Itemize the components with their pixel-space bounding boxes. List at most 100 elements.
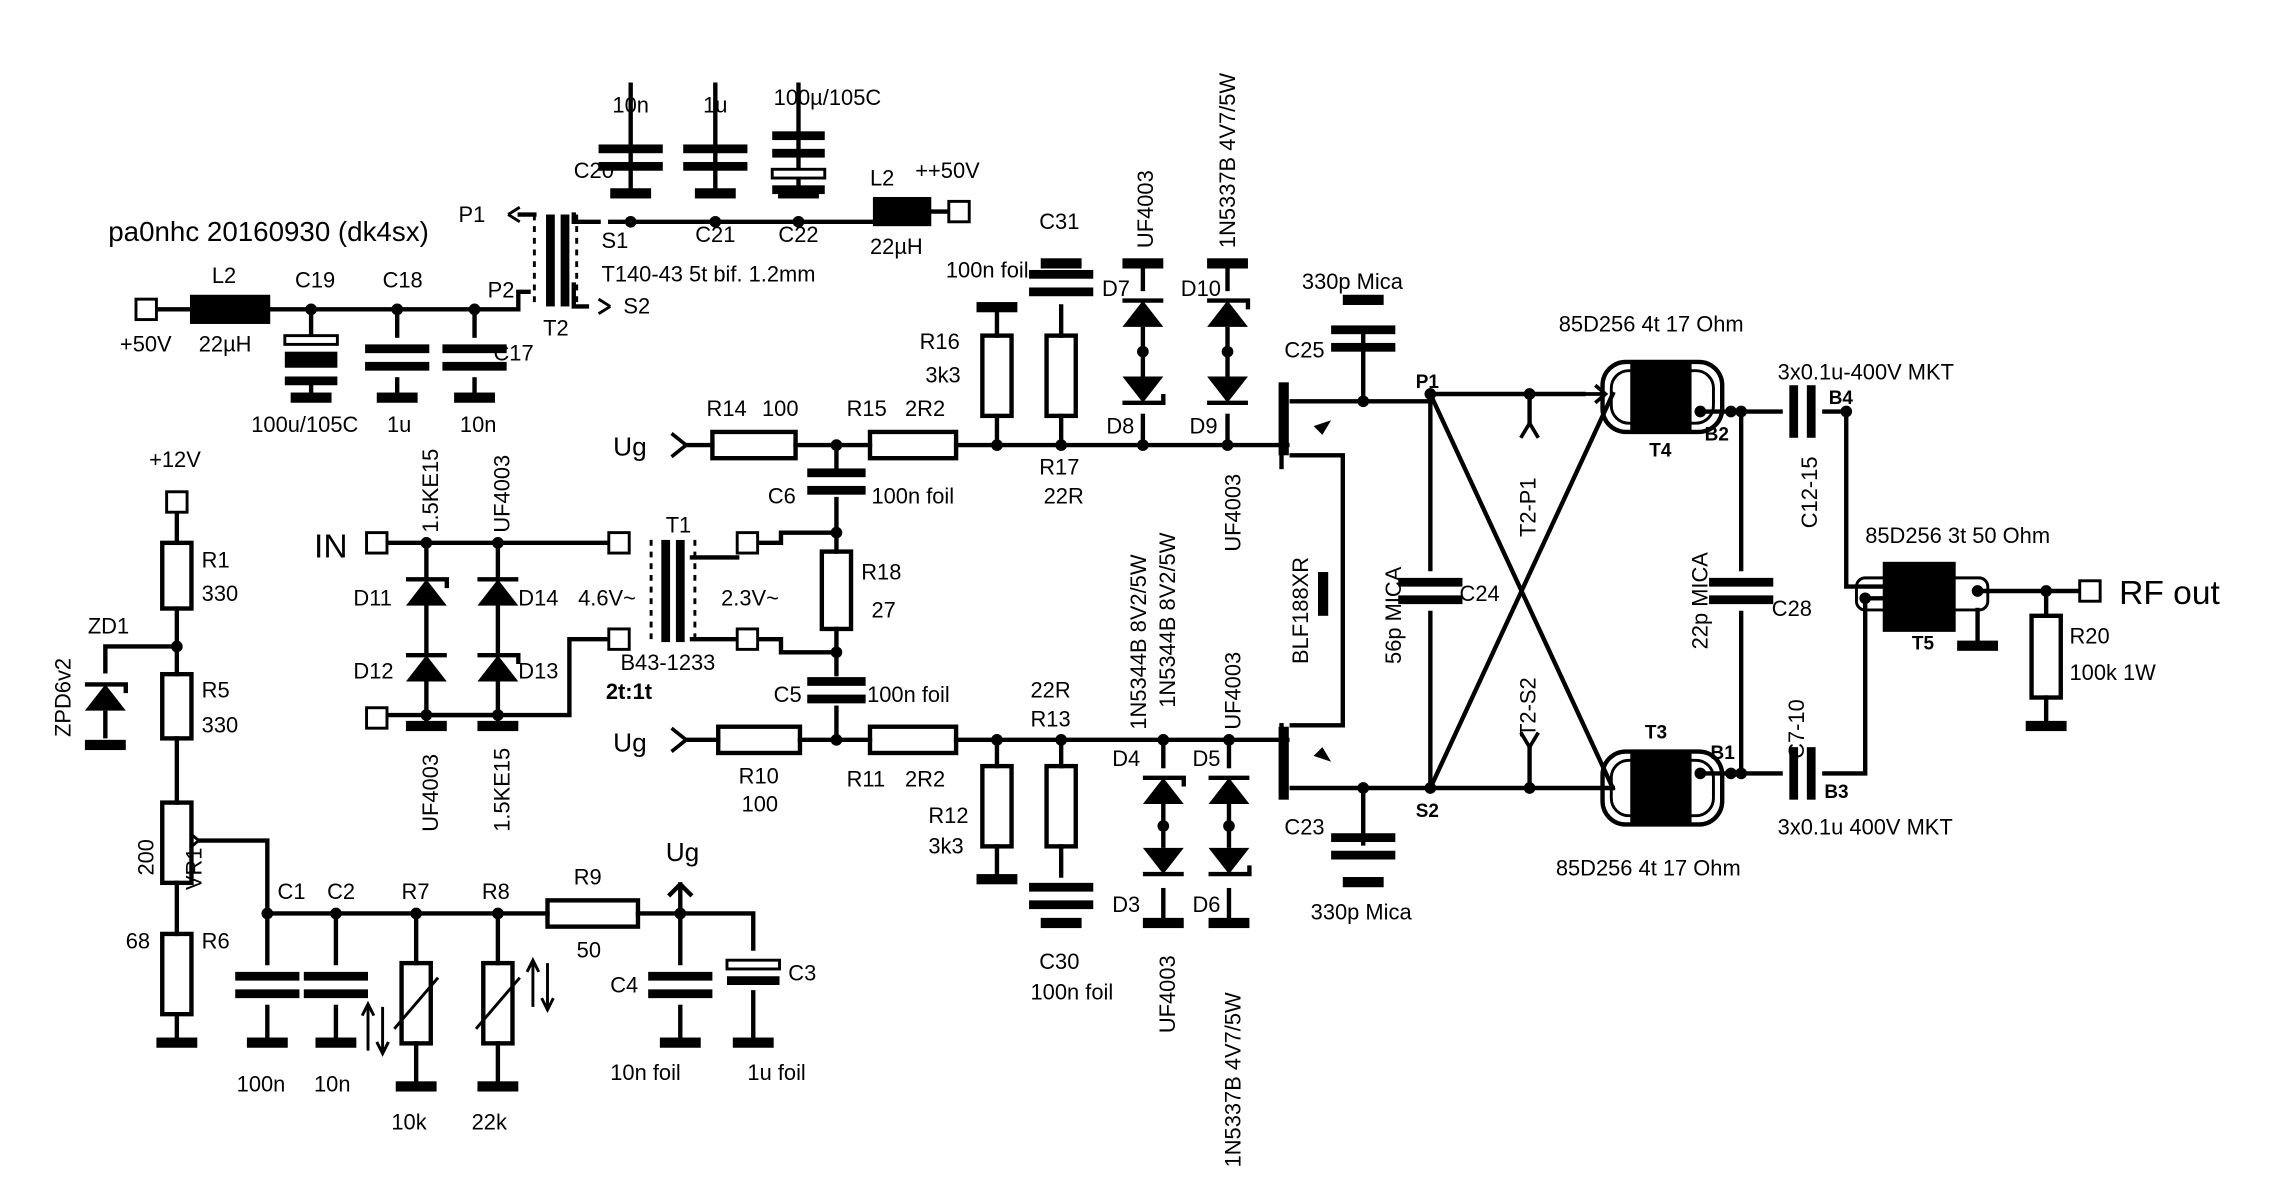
label-d8-type: 1N5344B 8V2/5W <box>1155 532 1180 707</box>
ground-symbol <box>976 302 1018 313</box>
label-r11-value: 2R2 <box>905 767 945 792</box>
label-c30-value: 100n foil <box>1031 980 1114 1005</box>
junction-dot <box>2040 585 2052 597</box>
ug-input-arrow-icon <box>670 431 690 459</box>
resistor-r14 <box>710 429 798 461</box>
label-r14: R14 <box>707 396 747 421</box>
diode-d4 <box>1142 775 1186 805</box>
label-r1: R1 <box>202 548 230 573</box>
ground-symbol <box>246 1037 288 1048</box>
ground-symbol <box>1207 258 1248 269</box>
capacitor-c4 <box>648 971 713 999</box>
label-r15-value: 2R2 <box>905 396 945 421</box>
label-t3: T3 <box>1645 722 1667 743</box>
junction-dot <box>1357 782 1370 794</box>
junction-dot <box>420 709 433 721</box>
label-r16-value: 3k3 <box>925 362 960 387</box>
capacitor-c6 <box>807 468 866 495</box>
label-c24: C24 <box>1460 581 1500 606</box>
ground-symbol <box>732 1037 774 1048</box>
junction-dot <box>1137 439 1149 451</box>
transformer-t2 <box>532 214 579 307</box>
label-ug-top: Ug <box>613 431 647 461</box>
temperature-arrows-icon <box>360 1000 390 1057</box>
label-c23: C23 <box>1284 815 1324 840</box>
label-plus-50v: +50V <box>120 332 172 357</box>
label-c5: C5 <box>774 682 802 707</box>
junction-dot <box>1221 439 1234 451</box>
labels: pa0nhc 20160930 (dk4sx)10nC201uC21100µ/1… <box>50 73 2220 1168</box>
label-r8: R8 <box>482 879 510 904</box>
ground-symbol <box>2025 720 2067 732</box>
thermistor-r7 <box>399 960 433 1046</box>
ground-symbol <box>694 188 736 199</box>
label-t3-spec: 85D256 4t 17 Ohm <box>1556 856 1741 881</box>
terminal-t1-out2 <box>735 627 760 651</box>
label-d5: D5 <box>1192 746 1220 771</box>
junction-dot <box>1055 439 1067 451</box>
transistor-blf188xr <box>1278 382 1332 800</box>
label-zd1-value: ZPD6v2 <box>50 658 75 737</box>
capacitor-c24 <box>1398 577 1463 605</box>
junction-dot <box>830 646 843 659</box>
resistor-r17 <box>1044 333 1078 419</box>
diode-d8 <box>1122 376 1166 405</box>
label-d12-type: UF4003 <box>418 754 443 832</box>
junction-dot <box>410 907 423 920</box>
label-t2-spec: T140-43 5t bif. 1.2mm <box>601 262 815 287</box>
ground-symbol <box>1342 877 1384 888</box>
label-c3-value: 1u foil <box>747 1060 805 1085</box>
ground-symbol <box>976 874 1018 885</box>
label-c4-value: 10n foil <box>610 1060 681 1085</box>
junction-dot <box>1694 405 1707 418</box>
label-d9: D9 <box>1190 413 1218 438</box>
ground-symbol <box>1957 640 1999 651</box>
label-r9: R9 <box>574 864 602 889</box>
ug-arrow-icon <box>667 882 694 898</box>
label-c31: C31 <box>1039 209 1079 234</box>
label-c23-value: 330p Mica <box>1311 899 1413 924</box>
resistor-r11 <box>867 724 959 756</box>
label-c20: C20 <box>574 158 614 183</box>
label-t1-secondary-v: 2.3V~ <box>721 586 779 611</box>
terminal-in-ground <box>365 706 389 730</box>
label-net-b4: B4 <box>1829 388 1854 409</box>
capacitor-c12-15 <box>1789 385 1816 438</box>
label-c21-value: 1u <box>703 92 727 117</box>
diode-d10 <box>1207 298 1251 327</box>
label-d12: D12 <box>353 659 393 684</box>
label-c3: C3 <box>788 961 816 986</box>
terminal-rf-out <box>2078 579 2102 603</box>
diode-d7 <box>1122 298 1164 327</box>
terminal-in <box>365 531 389 555</box>
arrow-icon <box>1313 420 1332 435</box>
label-c28: C28 <box>1772 596 1812 621</box>
label-r17-value: 22R <box>1044 483 1084 508</box>
junction-dot <box>1424 388 1437 400</box>
label-c18: C18 <box>383 267 423 292</box>
diode-d9 <box>1207 376 1248 405</box>
label-c7-value: 3x0.1u 400V MKT <box>1778 815 1953 840</box>
capacitor-c19 <box>283 334 339 361</box>
label-blf188xr: BLF188XR <box>1288 557 1313 664</box>
terminal-t1-in2 <box>607 627 631 651</box>
label-p1: P1 <box>458 202 485 227</box>
ground-symbol <box>454 392 495 403</box>
ground-symbol <box>659 1037 701 1048</box>
label-d6-type: 1N5337B 4V7/5W <box>1221 992 1246 1167</box>
inductor-l2-left <box>189 294 271 324</box>
label-r7-value: 10k <box>391 1109 426 1134</box>
label-c5-value: 100n foil <box>867 682 950 707</box>
label-r6: R6 <box>202 929 230 954</box>
junction-dot <box>1357 395 1370 408</box>
junction-dot <box>492 907 504 920</box>
label-d11-type: 1.5KE15 <box>418 449 443 533</box>
junction-dot <box>1840 405 1853 418</box>
resistor-r13 <box>1044 763 1078 849</box>
thermistor-r8 <box>481 960 515 1046</box>
label-r15: R15 <box>847 396 887 421</box>
transformer-t4 <box>1583 359 1725 435</box>
terminal-50v <box>947 199 971 224</box>
resistor-r16 <box>980 333 1014 419</box>
